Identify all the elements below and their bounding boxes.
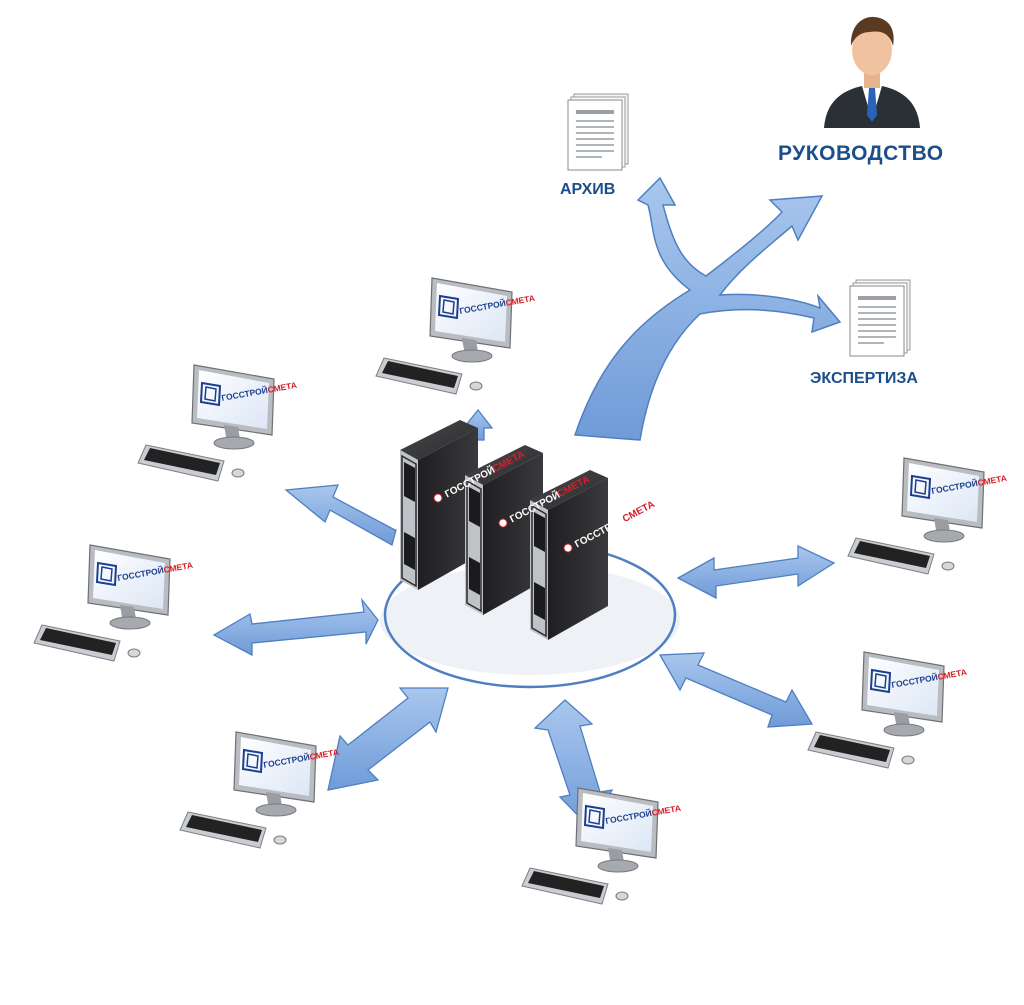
computer-icon: [847, 457, 985, 575]
computer-bottom-right: ГОССТРОЙСМЕТА: [807, 651, 968, 769]
manager-avatar-icon: [824, 16, 920, 128]
computer-icon: [179, 731, 317, 849]
management-label: РУКОВОДСТВО: [778, 142, 944, 165]
bidirectional-arrow-icon: [212, 597, 379, 657]
computer-icon: [137, 364, 275, 482]
computer-icon: [521, 787, 659, 905]
computer-bottom-left: ГОССТРОЙСМЕТА: [179, 731, 340, 849]
output-arrow: [573, 176, 842, 441]
bidirectional-arrow-icon: [327, 687, 449, 791]
computer-icon: [807, 651, 945, 769]
expertise-document-icon: [849, 279, 911, 357]
computer-icon: [33, 544, 171, 662]
computer-right: ГОССТРОЙСМЕТА: [847, 457, 1008, 575]
bidirectional-arrow-icon: [284, 484, 397, 546]
svg-text:СМЕТА: СМЕТА: [621, 499, 657, 525]
computer-icon: [375, 277, 513, 395]
expertise-label: ЭКСПЕРТИЗА: [810, 370, 918, 387]
computer-top: ГОССТРОЙСМЕТА: [375, 277, 536, 395]
computer-upper-left: ГОССТРОЙСМЕТА: [137, 364, 298, 482]
bidirectional-arrow-icon: [676, 544, 836, 600]
computer-left: ГОССТРОЙСМЕТА: [33, 544, 194, 662]
bidirectional-arrow-icon: [658, 652, 814, 728]
archive-document-icon: [567, 93, 629, 171]
archive-label: АРХИВ: [560, 181, 616, 198]
computer-bottom: ГОССТРОЙСМЕТА: [521, 787, 682, 905]
